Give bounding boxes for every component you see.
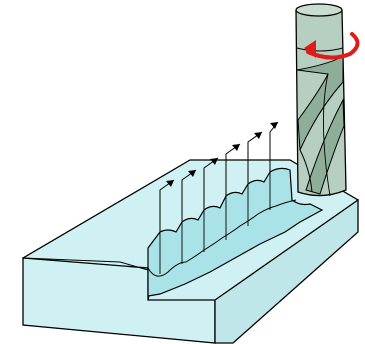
chip-flow-arrowhead	[254, 132, 262, 139]
end-mill-icon	[296, 4, 346, 196]
chip-flow-arrowhead	[270, 122, 278, 129]
chip-flow-arrowhead	[232, 144, 240, 151]
end-mill-shank-top	[296, 4, 342, 16]
